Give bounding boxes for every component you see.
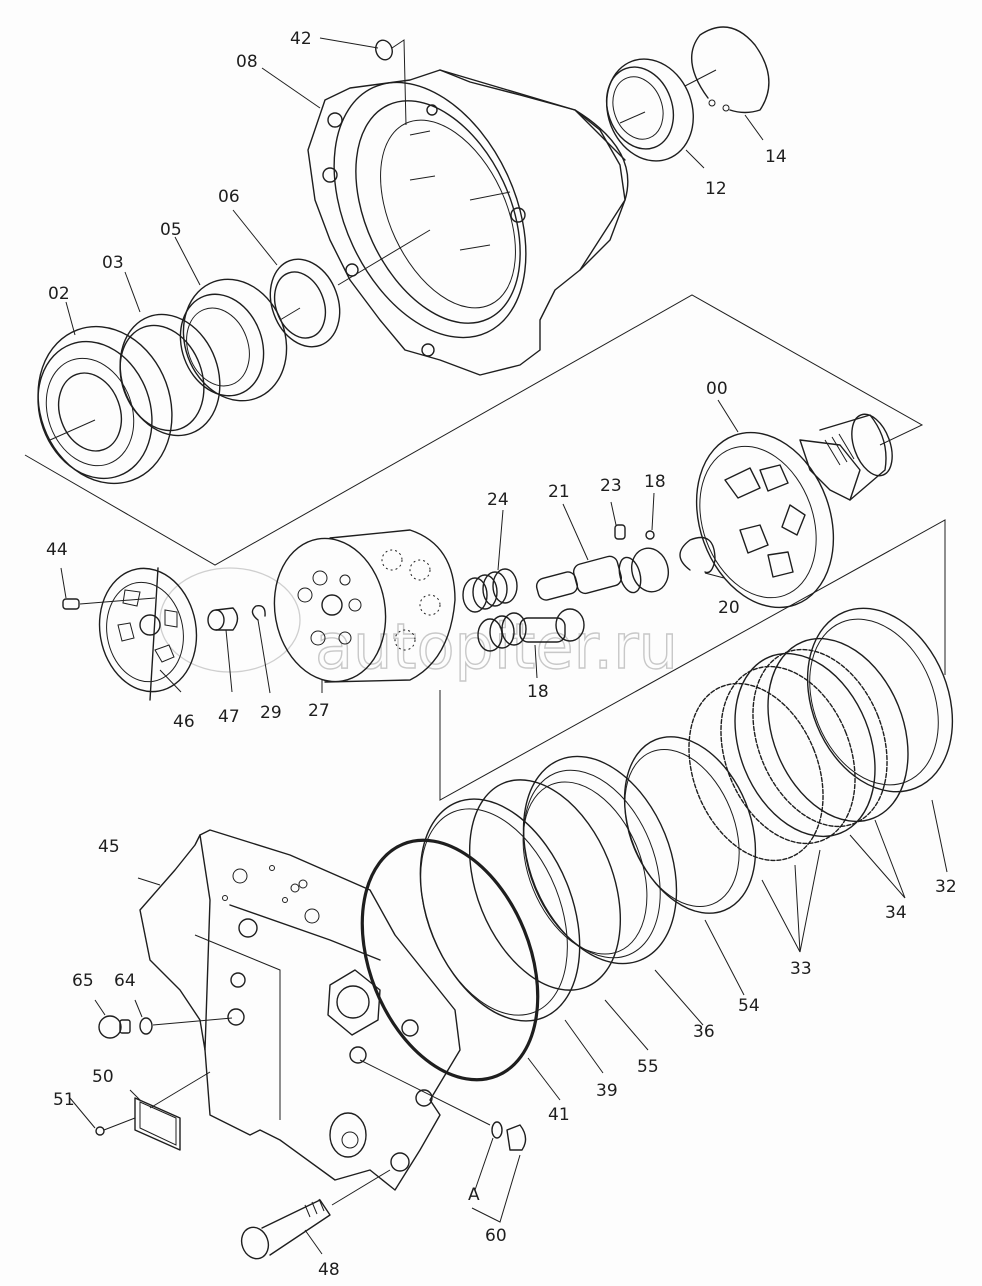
label-14: 14 <box>765 147 787 167</box>
label-55: 55 <box>637 1057 659 1077</box>
part-47-bushing <box>207 607 239 631</box>
label-60: 60 <box>485 1226 507 1246</box>
part-39-o-ring <box>419 798 581 1022</box>
label-39: 39 <box>596 1081 618 1101</box>
part-41-o-ring <box>360 838 540 1082</box>
label-20: 18 <box>644 472 666 492</box>
label-34: 34 <box>885 903 907 923</box>
label-45: 45 <box>98 837 120 857</box>
watermark: autopiter.ru <box>159 567 679 684</box>
part-46-valve-plate <box>98 567 198 701</box>
part-33-friction-plates <box>688 648 888 862</box>
part-65-plug <box>98 1015 131 1039</box>
label-02: 02 <box>48 284 70 304</box>
part-34-separator-plates <box>734 637 909 838</box>
label-23: 23 <box>600 476 622 496</box>
label-50: 50 <box>92 1067 114 1087</box>
label-29: 29 <box>260 703 282 723</box>
part-02-bearing <box>37 325 173 485</box>
part-60-plug-assembly <box>471 1121 527 1223</box>
label-46: 46 <box>173 712 195 732</box>
label-44: 44 <box>46 540 68 560</box>
label-65: 65 <box>72 971 94 991</box>
label-06: 06 <box>218 187 240 207</box>
part-32-plate <box>806 607 954 793</box>
part-08-housing <box>307 69 629 376</box>
label-54: 54 <box>738 996 760 1016</box>
part-44-pin <box>62 597 156 610</box>
part-labels: 42 08 06 05 03 02 12 14 00 24 21 23 18 2… <box>46 29 957 1280</box>
part-06-lock-nut <box>269 229 431 348</box>
label-08: 08 <box>236 52 258 72</box>
part-18-spool <box>477 608 585 652</box>
part-54-spring <box>623 736 757 914</box>
part-20-ball <box>645 530 655 540</box>
label-03: 03 <box>102 253 124 273</box>
part-03-spacer <box>119 313 221 437</box>
label-27: 27 <box>308 701 330 721</box>
label-leaders <box>60 37 948 1255</box>
part-55-o-ring <box>468 779 622 991</box>
part-22-piston-shaft <box>535 547 669 601</box>
part-45-rear-cover <box>139 829 491 1191</box>
part-42-plug <box>375 39 407 126</box>
part-05-bearing <box>179 278 288 402</box>
part-64-o-ring <box>139 1017 233 1035</box>
label-12: 12 <box>705 179 727 199</box>
label-41: 41 <box>548 1105 570 1125</box>
label-00: 00 <box>706 379 728 399</box>
label-05: 05 <box>160 220 182 240</box>
part-12-bearing <box>605 58 694 162</box>
part-27-cylinder-block <box>273 529 456 683</box>
part-29-snap-ring <box>251 605 266 621</box>
part-21-snap-ring <box>679 536 716 574</box>
part-14-snap-ring <box>684 26 770 114</box>
label-64: 64 <box>114 971 136 991</box>
part-36-brake-piston <box>522 755 678 965</box>
label-51: 51 <box>53 1090 75 1110</box>
label-22: 21 <box>548 482 570 502</box>
part-24-spring <box>462 568 518 613</box>
assembly-bracket-lower <box>439 519 946 801</box>
part-48-socket-bolt <box>240 1169 391 1260</box>
label-48: 48 <box>318 1260 340 1280</box>
label-32: 32 <box>935 877 957 897</box>
label-47: 47 <box>218 707 240 727</box>
part-50-name-plate <box>134 1071 211 1151</box>
label-group-a: A <box>468 1185 480 1205</box>
label-21: 20 <box>718 598 740 618</box>
label-33: 33 <box>790 959 812 979</box>
assembly-bracket-upper <box>24 294 924 566</box>
part-23-pin <box>614 524 626 540</box>
part-00-shaft <box>695 413 893 609</box>
label-18: 18 <box>527 682 549 702</box>
label-42: 42 <box>290 29 312 49</box>
label-24: 24 <box>487 490 509 510</box>
label-36: 36 <box>693 1022 715 1042</box>
part-51-rivet <box>95 1117 136 1136</box>
